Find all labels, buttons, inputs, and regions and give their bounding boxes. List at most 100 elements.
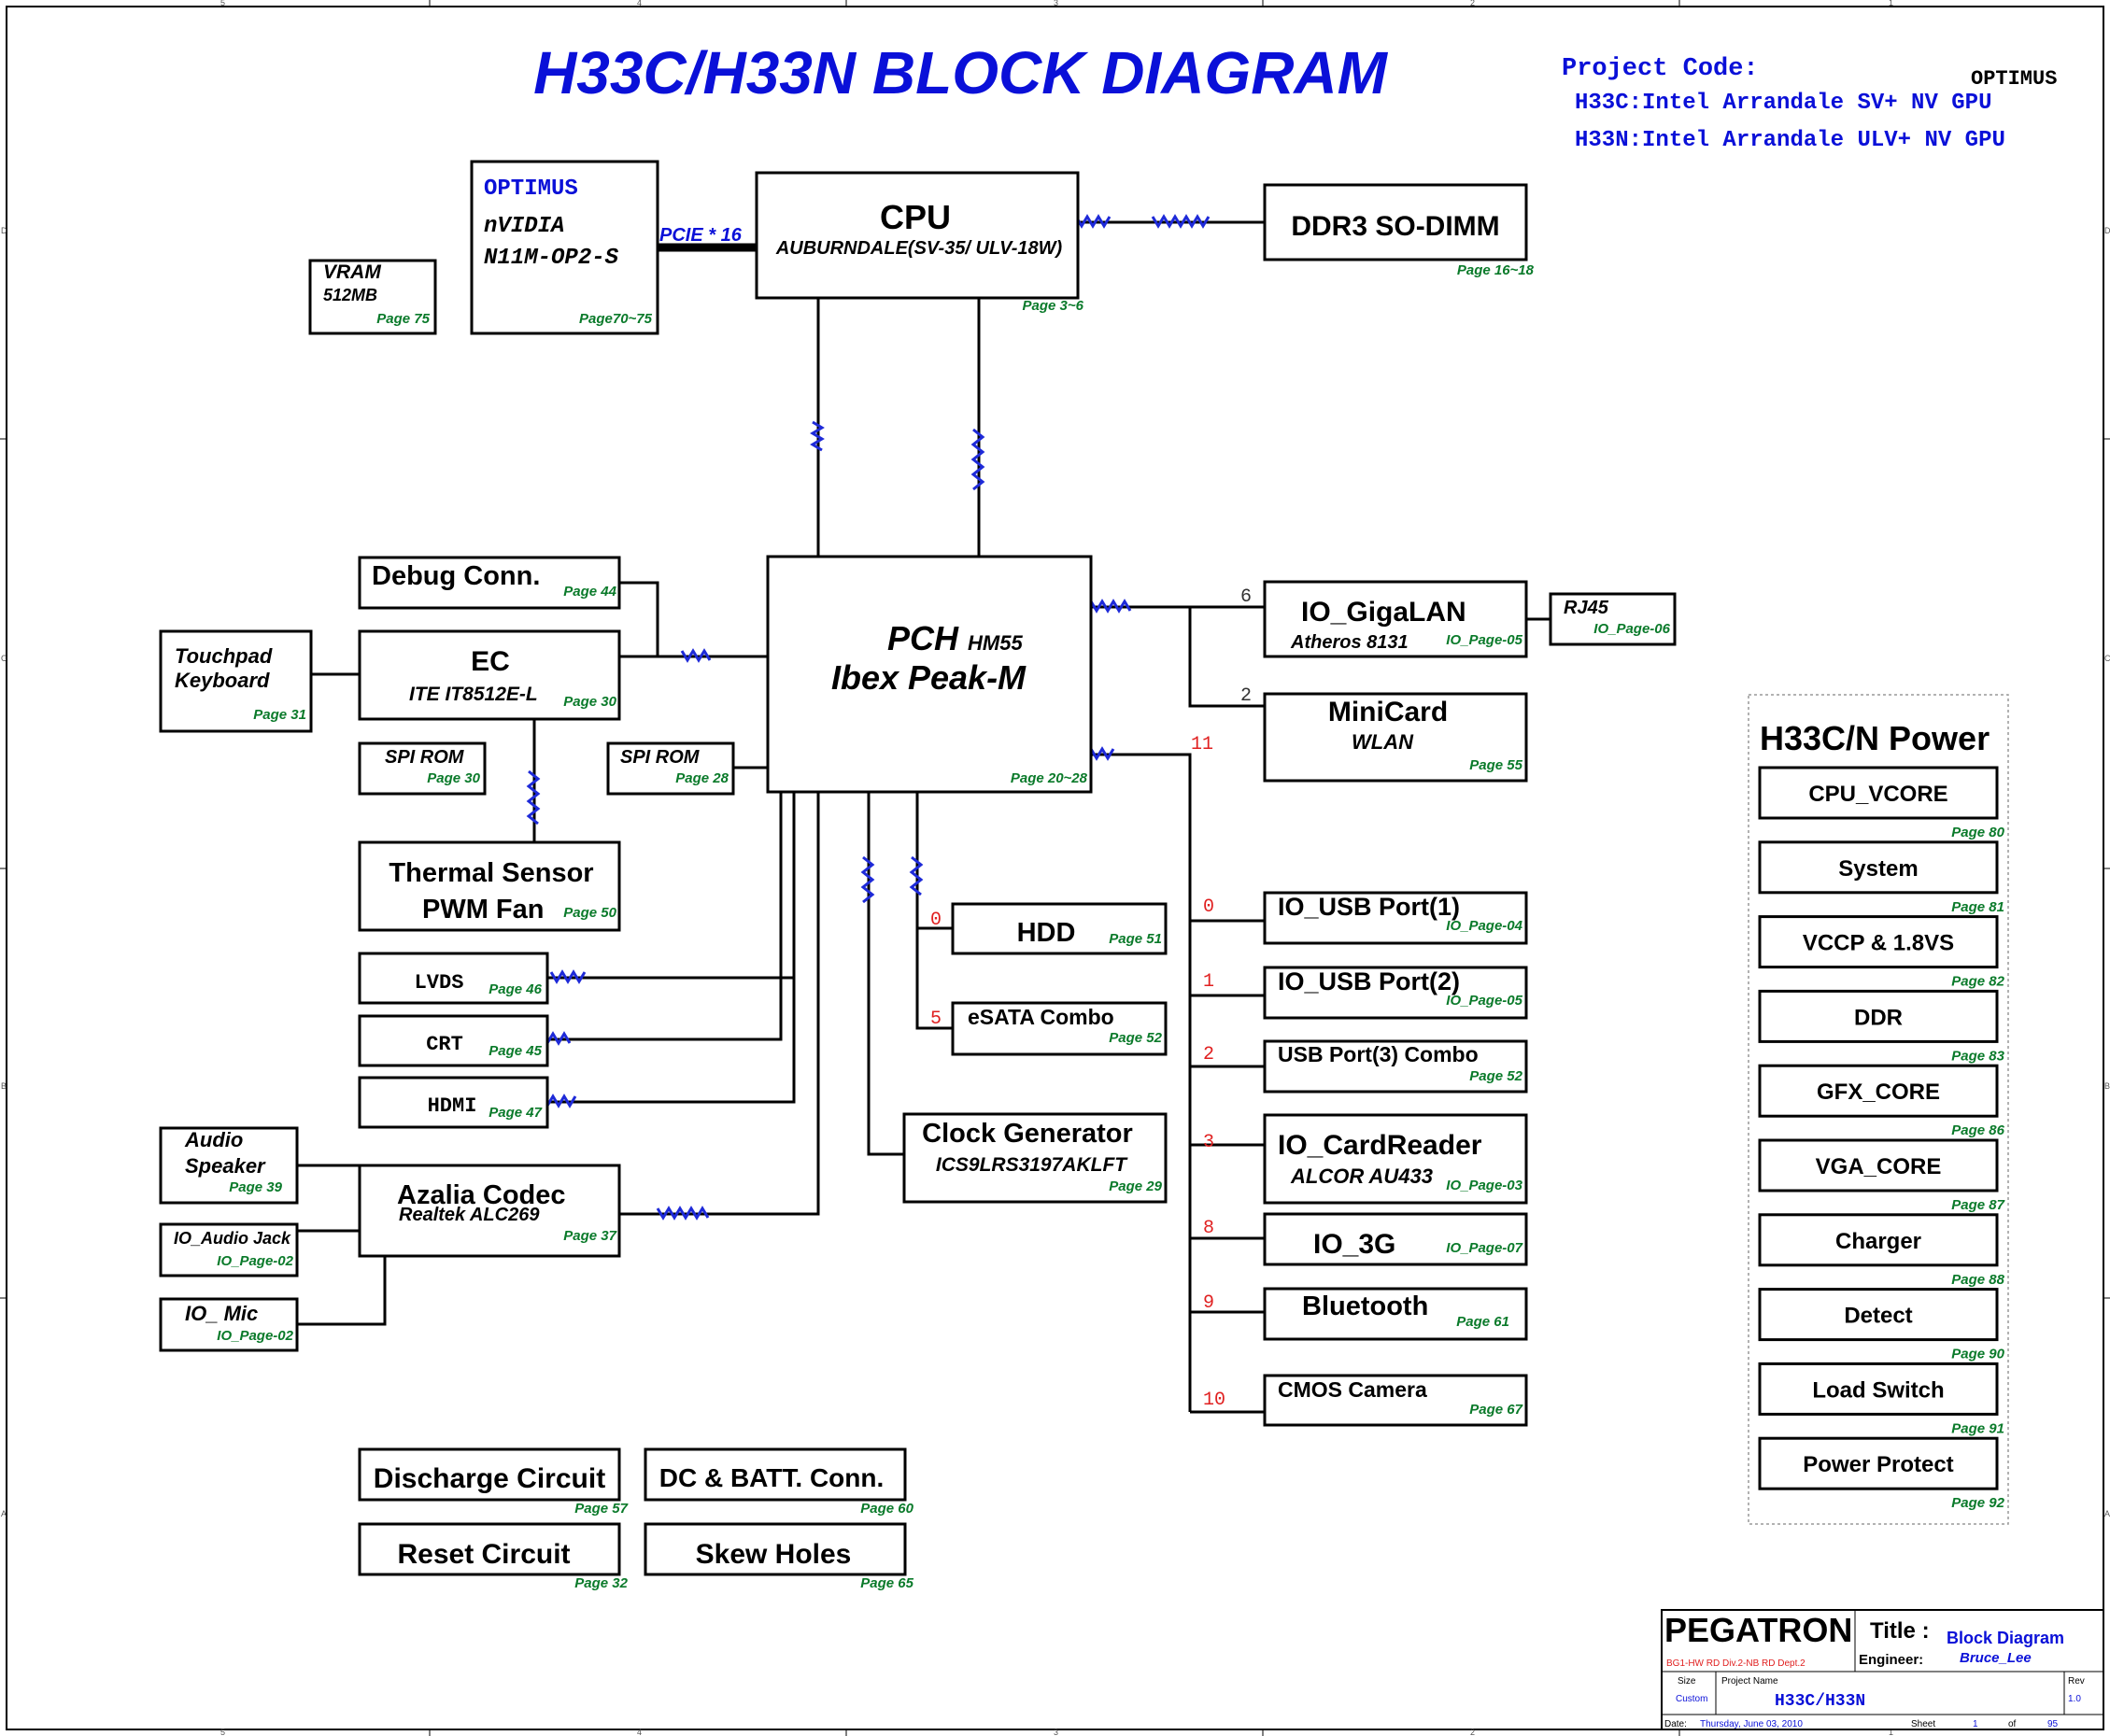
pcie-minicard-link	[1188, 607, 1265, 708]
spi-rom-pch-block[interactable]: SPI ROM Page 28	[606, 741, 735, 796]
minicard-page: Page 55	[1469, 757, 1522, 773]
reset-page: Page 32	[574, 1575, 628, 1591]
hdd-block[interactable]: HDD Page 51 0	[930, 902, 1168, 955]
usb-port-1-block[interactable]: IO_USB Port(1) IO_Page-04 0	[1203, 891, 1528, 945]
rj45-page: IO_Page-06	[1593, 621, 1670, 637]
mic-azalia-link	[297, 1256, 387, 1326]
rj45-block[interactable]: RJ45 IO_Page-06	[1549, 592, 1677, 646]
reset-circuit-block[interactable]: Reset Circuit Page 32	[358, 1522, 629, 1591]
ruler-side-c-right: C	[2104, 654, 2110, 663]
esata-block[interactable]: eSATA Combo Page 52 5	[930, 1001, 1168, 1056]
usb-port-3-combo-block[interactable]: USB Port(3) Combo Page 52 2	[1203, 1039, 1528, 1094]
audio-jack-block[interactable]: IO_Audio Jack IO_Page-02	[159, 1222, 299, 1277]
pch-block[interactable]: PCH HM55 Ibex Peak-M Page 20~28	[766, 555, 1093, 794]
usb-port-2-block[interactable]: IO_USB Port(2) IO_Page-05 1	[1203, 966, 1528, 1020]
cardreader-block[interactable]: IO_CardReader ALCOR AU433 IO_Page-03 3	[1203, 1113, 1528, 1205]
audio-speaker-block[interactable]: Audio Speaker Page 39	[159, 1126, 299, 1205]
discharge-circuit-block[interactable]: Discharge Circuit Page 57	[358, 1447, 629, 1517]
gpu-block[interactable]: OPTIMUS nVIDIA N11M-OP2-S Page70~75	[470, 160, 659, 335]
keyboard-label: Keyboard	[175, 669, 270, 692]
hdmi-block[interactable]: HDMI Page 47	[358, 1076, 549, 1129]
gigalan-page: IO_Page-05	[1446, 632, 1522, 648]
engineer-label: Engineer:	[1859, 1652, 1923, 1668]
bluetooth-block[interactable]: Bluetooth Page 61 9	[1203, 1287, 1528, 1341]
azalia-codec-block[interactable]: Azalia Codec Realtek ALC269 Page 37	[358, 1164, 621, 1258]
clock-page: Page 29	[1109, 1179, 1162, 1194]
power-rail-label: VCCP & 1.8VS	[1803, 931, 1954, 956]
vram-block[interactable]: VRAM 512MB Page 75	[308, 259, 437, 335]
ddr-bus-glyph	[1074, 214, 1112, 229]
clock-generator-block[interactable]: Clock Generator ICS9LRS3197AKLFT Page 29	[902, 1112, 1168, 1204]
azalia-page: Page 37	[563, 1228, 616, 1244]
cardreader-page: IO_Page-03	[1446, 1178, 1522, 1193]
title-label: Title :	[1870, 1618, 1930, 1644]
spi-rom-ec-block[interactable]: SPI ROM Page 30	[358, 741, 487, 796]
speaker-label: Speaker	[185, 1154, 266, 1178]
ruler-side-b-right: B	[2104, 1081, 2110, 1091]
rev-value: 1.0	[2068, 1694, 2081, 1704]
lvds-block[interactable]: LVDS Page 46	[358, 952, 549, 1005]
camera-title: CMOS Camera	[1278, 1377, 1427, 1402]
io3g-page: IO_Page-07	[1446, 1240, 1522, 1256]
power-rail-box	[1758, 840, 1999, 895]
usb3-title: USB Port(3) Combo	[1278, 1042, 1479, 1066]
gigalan-block[interactable]: IO_GigaLAN Atheros 8131 IO_Page-05 6	[1240, 580, 1528, 658]
audio-jack-page: IO_Page-02	[217, 1253, 293, 1269]
minicard-block[interactable]: MiniCard WLAN Page 55 2	[1240, 685, 1528, 783]
ruler-bottom-1: 1	[1889, 1728, 1893, 1736]
esata-page: Page 52	[1109, 1030, 1162, 1046]
hdmi-title: HDMI	[428, 1094, 477, 1118]
usb2-title: IO_USB Port(2)	[1278, 967, 1460, 995]
debug-conn-block[interactable]: Debug Conn. Page 44	[358, 556, 621, 610]
power-rail-label: Charger	[1835, 1229, 1921, 1254]
ec-page: Page 30	[563, 694, 616, 710]
pch-usb-bus	[1091, 753, 1192, 1412]
mic-block[interactable]: IO_ Mic IO_Page-02	[159, 1297, 299, 1352]
project-name-label: Project Name	[1721, 1676, 1778, 1687]
audio-jack-title: IO_Audio Jack	[174, 1229, 291, 1248]
ruler-side-a-right: A	[2104, 1509, 2110, 1518]
dc-batt-conn-block[interactable]: DC & BATT. Conn. Page 60	[644, 1447, 914, 1517]
usb1-port-number: 0	[1203, 896, 1214, 918]
vram-size: 512MB	[323, 286, 377, 304]
ruler-bottom-3: 3	[1054, 1728, 1058, 1736]
thermal-fan-block[interactable]: Thermal Sensor PWM Fan Page 50	[358, 840, 621, 932]
bluetooth-port-number: 9	[1203, 1292, 1214, 1314]
thermal-page: Page 50	[563, 905, 616, 921]
io3g-port-number: 8	[1203, 1218, 1214, 1239]
power-rail-box	[1758, 1362, 1999, 1416]
pch-crt-link	[547, 792, 783, 1041]
cmos-camera-block[interactable]: CMOS Camera Page 67 10	[1203, 1374, 1528, 1427]
ddr3-block[interactable]: DDR3 SO-DIMM Page 16~18	[1263, 183, 1535, 278]
cpu-title: CPU	[880, 198, 951, 236]
touchpad-page: Page 31	[253, 707, 306, 723]
ec-block[interactable]: EC ITE IT8512E-L Page 30	[358, 629, 621, 721]
skew-holes-block[interactable]: Skew Holes Page 65	[644, 1522, 914, 1591]
usb3-page: Page 52	[1469, 1068, 1522, 1084]
power-rail-label: Power Protect	[1803, 1452, 1953, 1477]
power-rail-page: Page 90	[1951, 1347, 2004, 1362]
cpu-block[interactable]: CPU AUBURNDALE(SV-35/ ULV-18W) Page 3~6	[755, 171, 1084, 314]
lvds-glyph	[549, 969, 587, 984]
cpu-model: AUBURNDALE(SV-35/ ULV-18W)	[775, 238, 1063, 259]
power-rail-box	[1758, 766, 1999, 820]
reset-title: Reset Circuit	[397, 1539, 570, 1570]
audio-speaker-page: Page 39	[229, 1179, 282, 1195]
touchpad-keyboard-block[interactable]: Touchpad Keyboard Page 31	[159, 629, 313, 733]
crt-block[interactable]: CRT Page 45	[358, 1014, 549, 1067]
usb-count-label: 11	[1191, 734, 1213, 755]
pwm-fan-label: PWM Fan	[422, 895, 545, 924]
io-3g-block[interactable]: IO_3G IO_Page-07 8	[1203, 1212, 1528, 1266]
